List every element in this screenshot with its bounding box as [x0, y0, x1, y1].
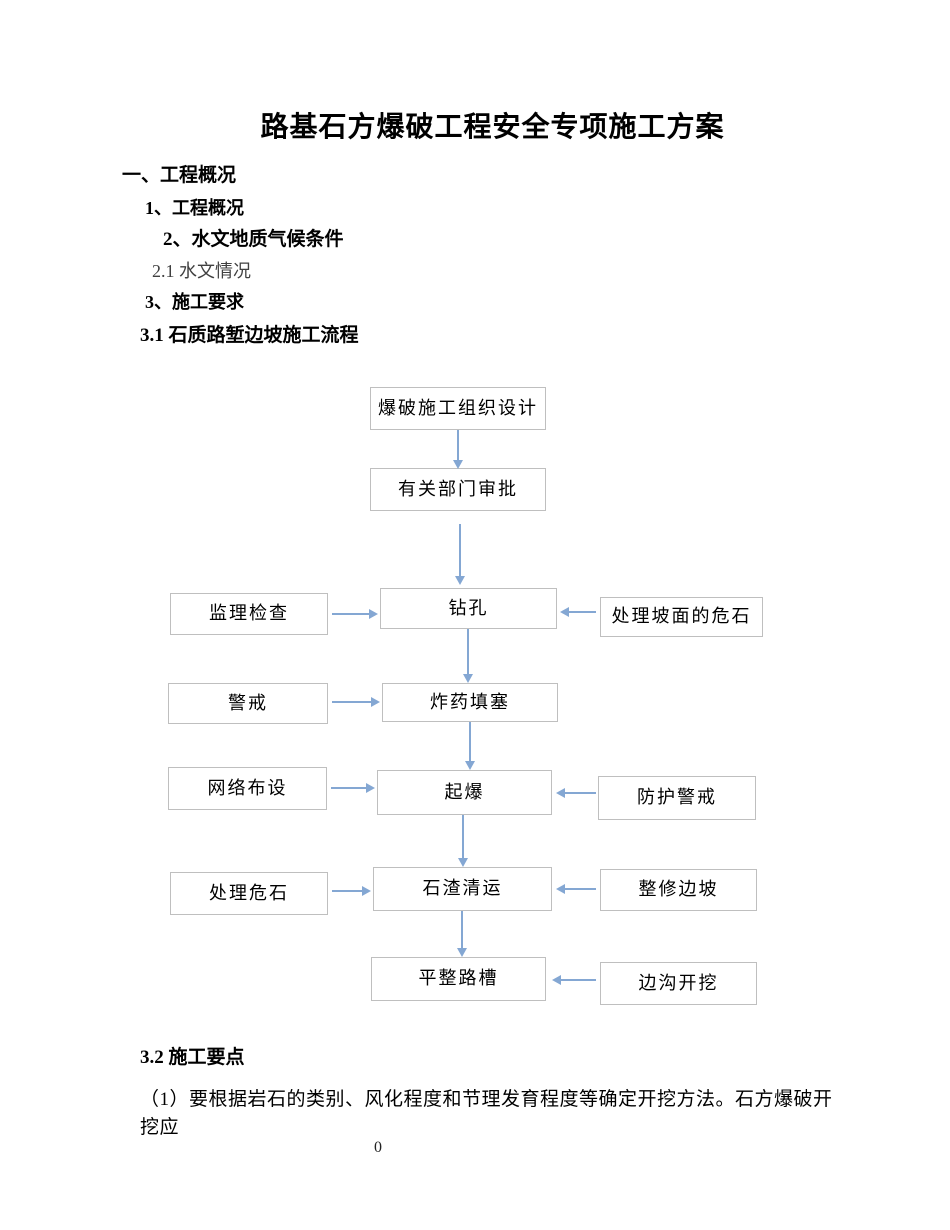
arrow-alert-to-filling	[332, 697, 380, 707]
paragraph-excavation-method: （1）要根据岩石的类别、风化程度和节理发育程度等确定开挖方法。石方爆破开挖应	[140, 1089, 833, 1138]
arrow-design-to-approval	[453, 430, 463, 469]
arrow-removal-to-leveling	[457, 911, 467, 957]
arrow-dangerrocks-to-removal	[332, 886, 371, 896]
heading-hydrogeology-conditions: 2、水文地质气候条件	[163, 229, 344, 250]
heading-project-overview-l1: 一、工程概况	[122, 165, 237, 186]
heading-project-overview-1: 1、工程概况	[145, 198, 244, 218]
arrow-detonation-to-removal	[458, 815, 468, 867]
arrow-drilling-to-filling	[463, 629, 473, 683]
flow-node-ditch-excavation: 边沟开挖	[600, 962, 757, 1005]
arrow-filling-to-detonation	[465, 722, 475, 770]
heading-construction-requirements: 3、施工要求	[145, 292, 244, 312]
arrow-supervision-to-drilling	[332, 609, 378, 619]
flow-node-level-roadbed: 平整路槽	[371, 957, 546, 1001]
flow-node-explosive-filling: 炸药填塞	[382, 683, 558, 722]
flow-node-drilling: 钻孔	[380, 588, 557, 629]
heading-construction-keypoints: 3.2 施工要点	[140, 1047, 245, 1068]
page-number: 0	[374, 1139, 382, 1156]
flow-node-network-layout: 网络布设	[168, 767, 327, 810]
flow-node-slope-repair: 整修边坡	[600, 869, 757, 911]
flow-node-detonation: 起爆	[377, 770, 552, 815]
arrow-sloperocks-to-drilling	[560, 607, 596, 617]
page-title: 路基石方爆破工程安全专项施工方案	[260, 112, 725, 143]
flow-node-handle-slope-rocks: 处理坡面的危石	[600, 597, 763, 637]
heading-hydrology-situation: 2.1 水文情况	[152, 261, 251, 281]
arrow-network-to-detonation	[331, 783, 375, 793]
flow-node-handle-danger-rocks: 处理危石	[170, 872, 328, 915]
flow-node-blasting-design: 爆破施工组织设计	[370, 387, 546, 430]
heading-slope-construction-flow: 3.1 石质路堑边坡施工流程	[140, 325, 359, 346]
arrow-repair-to-removal	[556, 884, 596, 894]
flow-node-department-approval: 有关部门审批	[370, 468, 546, 511]
arrow-ditch-to-leveling	[552, 975, 596, 985]
flow-node-protection-guard: 防护警戒	[598, 776, 756, 820]
flow-node-alert-cordon: 警戒	[168, 683, 328, 724]
flow-node-debris-removal: 石渣清运	[373, 867, 552, 911]
flow-node-supervision-check: 监理检查	[170, 593, 328, 635]
arrow-guard-to-detonation	[556, 788, 596, 798]
arrow-approval-to-drilling	[455, 524, 465, 585]
